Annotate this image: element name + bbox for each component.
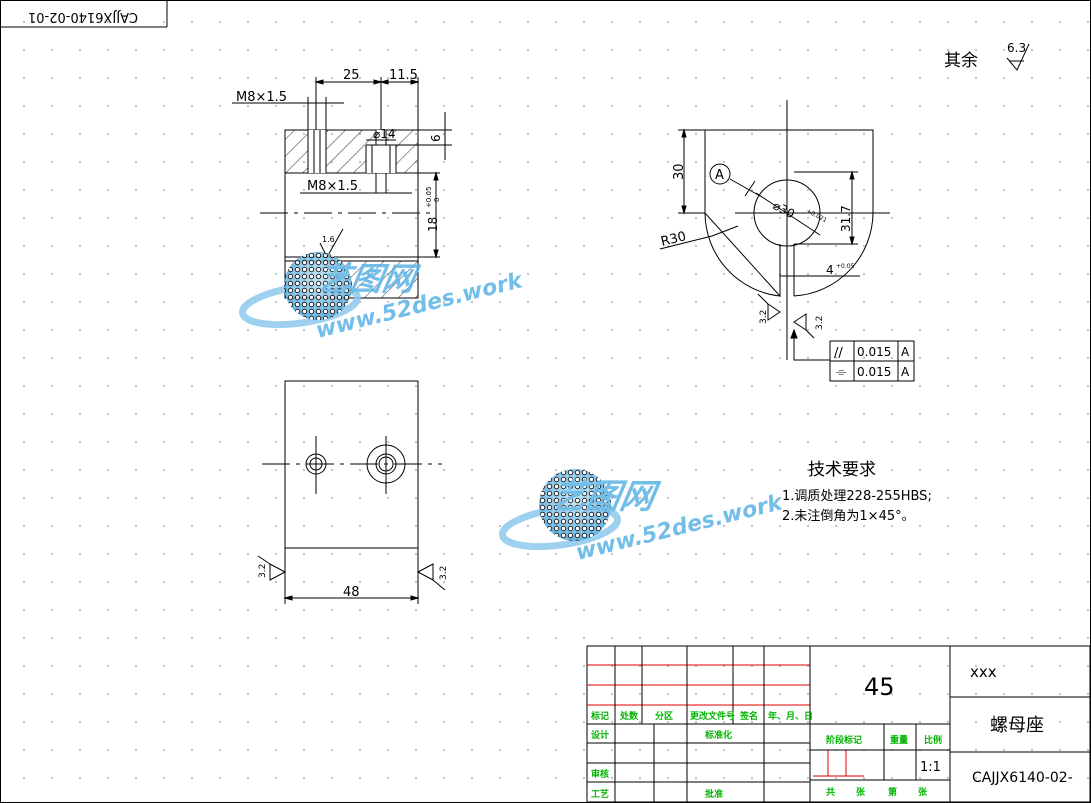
svg-text:0: 0 bbox=[433, 198, 441, 202]
dim-31-7: 31.7 bbox=[839, 205, 853, 232]
tech-req-line-2: 2.未注倒角为1×45°。 bbox=[782, 509, 915, 524]
tol-row2-datum: A bbox=[901, 365, 910, 379]
hdr-ratio: 比例 bbox=[924, 734, 942, 746]
row-design: 设计 bbox=[591, 729, 609, 741]
scale: 1:1 bbox=[920, 760, 941, 775]
tol-row2-symbol: ⌯ bbox=[836, 365, 847, 380]
datum-a-bubble: A bbox=[715, 168, 724, 183]
dim-11-5: 11.5 bbox=[389, 68, 418, 83]
top-view: 48 3.2 3.2 bbox=[257, 380, 449, 604]
hdr-weight: 重量 bbox=[890, 734, 908, 746]
tol-row1-symbol: // bbox=[834, 346, 843, 361]
finish-right: 3.2 bbox=[439, 566, 449, 580]
hdr-date: 年、月、日 bbox=[768, 710, 813, 722]
part-name: 螺母座 bbox=[990, 715, 1044, 736]
tol-row1-datum: A bbox=[901, 345, 910, 359]
dim-r30: R30 bbox=[659, 229, 687, 250]
dim-48: 48 bbox=[343, 585, 360, 600]
row-process: 工艺 bbox=[591, 788, 609, 800]
company: xxx bbox=[970, 663, 997, 681]
finish-side-a-icon bbox=[757, 293, 781, 321]
hdr-change: 更改文件号 bbox=[690, 710, 735, 722]
tol-row1-value: 0.015 bbox=[857, 345, 891, 359]
dim-6: 6 bbox=[429, 134, 443, 142]
dim-4: 4 bbox=[826, 263, 834, 277]
hdr-count: 处数 bbox=[619, 710, 639, 722]
rotated-drawing-number: CAJJX6140-02-01 bbox=[28, 9, 138, 24]
row-approve: 批准 bbox=[705, 788, 723, 800]
dim-30: 30 bbox=[672, 163, 687, 180]
sheet-no: 第 bbox=[888, 786, 897, 798]
row-std: 标准化 bbox=[704, 729, 732, 741]
svg-text:+0.05: +0.05 bbox=[836, 263, 855, 270]
finish-left-icon bbox=[257, 555, 287, 581]
finish-value: 6.3 bbox=[1007, 41, 1026, 55]
dim-25: 25 bbox=[343, 68, 360, 83]
sheet-unit1: 张 bbox=[856, 786, 866, 798]
finish-symbol-icon bbox=[1006, 43, 1030, 71]
watermark-1: 艺图网 www.52des.work bbox=[239, 252, 526, 344]
finish-1-6: 1.6 bbox=[322, 235, 335, 244]
drawing-number: CAJJX6140-02- bbox=[972, 770, 1073, 786]
side-view: 30 A ⌀30 +0.021 31.7 R30 4 +0.05 3.2 3.2 bbox=[659, 100, 890, 361]
finish-label: 其余 bbox=[944, 51, 978, 71]
finish-side-b: 3.2 bbox=[815, 316, 825, 330]
title-block: 标记 处数 分区 更改文件号 签名 年、月、日 设计 审核 工艺 标准化 批准 … bbox=[586, 645, 1091, 803]
material: 45 bbox=[864, 673, 895, 701]
svg-text:+0.021: +0.021 bbox=[805, 208, 828, 225]
finish-left: 3.2 bbox=[258, 564, 268, 578]
finish-side-a: 3.2 bbox=[759, 310, 769, 324]
tech-req-line-1: 1.调质处理228-255HBS; bbox=[782, 489, 932, 504]
dim-dia14: ⌀14 bbox=[373, 127, 396, 141]
dim-m8-top: M8×1.5 bbox=[236, 90, 287, 105]
hdr-stage: 阶段标记 bbox=[826, 734, 862, 746]
rotated-number-box: CAJJX6140-02-01 bbox=[0, 0, 168, 28]
row-review: 审核 bbox=[591, 768, 609, 780]
dim-18: 18 bbox=[426, 217, 440, 232]
wm1-brand: 艺图网 bbox=[315, 260, 422, 298]
watermark-2: 艺图网 www.52des.work bbox=[499, 469, 786, 566]
technical-requirements: 技术要求 1.调质处理228-255HBS; 2.未注倒角为1×45°。 bbox=[782, 460, 932, 524]
general-finish: 其余 6.3 bbox=[944, 41, 1030, 71]
tolerance-frame: // 0.015 A ⌯ 0.015 A bbox=[829, 340, 915, 382]
dim-m8-mid: M8×1.5 bbox=[307, 179, 358, 194]
sheet-total: 共 bbox=[826, 786, 835, 798]
tech-req-title: 技术要求 bbox=[808, 460, 876, 480]
tol-row2-value: 0.015 bbox=[857, 365, 891, 379]
wm2-brand: 艺图网 bbox=[549, 477, 663, 517]
finish-side-b-icon bbox=[793, 313, 815, 339]
hdr-mark: 标记 bbox=[590, 710, 609, 722]
sheet-unit2: 张 bbox=[918, 786, 928, 798]
finish-right-icon bbox=[416, 563, 446, 591]
dim-18-tol: +0.05 bbox=[425, 187, 433, 208]
hdr-sign: 签名 bbox=[739, 710, 758, 722]
hdr-zone: 分区 bbox=[655, 710, 673, 722]
